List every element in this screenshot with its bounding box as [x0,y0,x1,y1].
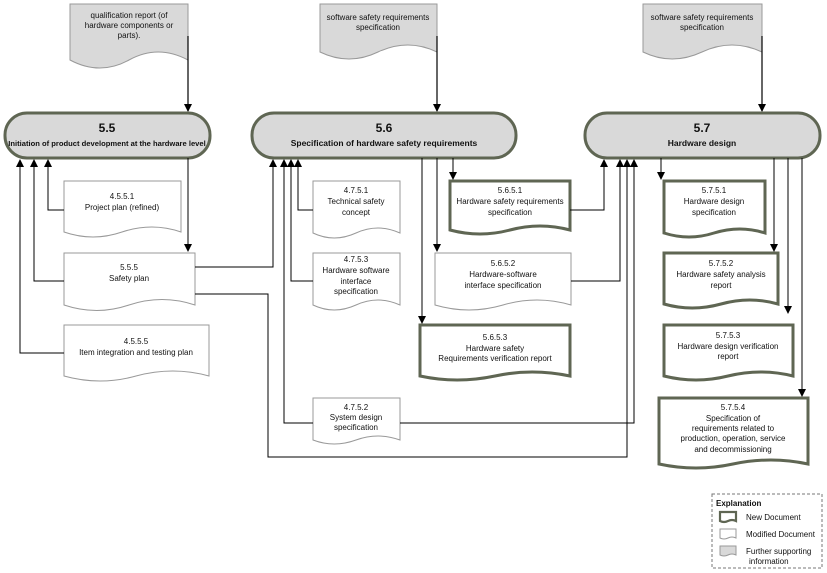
label-text: 4.7.5.2 [344,403,369,412]
label-text: Specification of [706,414,761,423]
label-text: Hardware safety analysis [676,270,765,279]
label-text: 5.7.5.2 [709,259,734,268]
label-text: 5.6.5.3 [483,333,508,342]
label-text: software safety requirements [651,13,754,22]
label-text: 4.5.5.1 [110,192,135,201]
label-text: 5.5 [99,121,116,135]
label-text: report [711,281,733,290]
label-text: hardware components or [85,21,174,30]
label-text: New Document [746,513,801,522]
label-text: report [718,352,740,361]
label-text: Safety plan [109,274,149,283]
label-text: Requirements verification report [438,354,552,363]
doc-5-6-5-2: 5.6.5.2 Hardware-software interface spec… [434,252,572,311]
label-text: Modified Document [746,530,816,539]
label-text: 5.6.5.2 [491,259,516,268]
label-text: Hardware design [684,197,744,206]
label-text: System design [330,413,382,422]
label-text: 4.7.5.1 [344,186,369,195]
doc-5-7-5-1: 5.7.5.1 Hardware design specification [662,179,767,239]
label-text: 5.5.5 [120,263,138,272]
label-text: specification [692,208,736,217]
connectors-5-6 [195,158,631,458]
label-text: specification [680,23,724,32]
label-text: Item integration and testing plan [79,348,193,357]
doc-4-5-5-5: 4.5.5.5 Item integration and testing pla… [63,324,210,382]
label-text: 5.6.5.1 [498,186,523,195]
doc-5-7-5-2: 5.7.5.2 Hardware safety analysis report [662,251,780,310]
doc-5-7-5-4: 5.7.5.4 Specification of requirements re… [657,396,810,470]
doc-5-7-5-3: 5.7.5.3 Hardware design verification rep… [662,323,795,382]
label-text: Initiation of product development at the… [8,139,205,148]
doc-4-7-5-1: 4.7.5.1 Technical safety concept [312,180,401,239]
label-text: Hardware design verification [678,342,779,351]
label-text: requirements related to [692,424,775,433]
label-text: parts). [118,31,141,40]
label-text: Hardware-software [469,270,537,279]
label-text: production, operation, service [681,434,787,443]
supporting-doc-software-safety-req-2: software safety requirements specificati… [642,3,763,60]
label-text: Technical safety [328,197,385,206]
legend: Explanation New Document Modified Docume… [711,493,823,569]
doc-4-7-5-2: 4.7.5.2 System design specification [312,397,401,445]
phase-5-6: 5.6 Specification of hardware safety req… [250,111,518,160]
label-text: information [749,557,789,566]
label-text: Explanation [716,499,761,508]
doc-5-6-5-1: 5.6.5.1 Hardware safety requirements spe… [448,179,572,236]
label-text: 4.5.5.5 [124,337,149,346]
label-text: Hardware design [668,138,737,148]
label-text: 4.7.5.3 [344,255,369,264]
supporting-doc-software-safety-req-1: software safety requirements specificati… [319,3,438,60]
label-text: specification [334,287,378,296]
legend-new-doc-icon [718,510,738,524]
label-text: software safety requirements [327,13,430,22]
label-text: 5.7 [694,121,711,135]
label-text: 5.7.5.1 [702,186,727,195]
doc-5-6-5-3: 5.6.5.3 Hardware safety Requirements ver… [418,323,572,382]
phase-5-7: 5.7 Hardware design [583,111,822,160]
label-text: specification [488,208,532,217]
label-text: Further supporting [746,547,811,556]
label-text: Hardware safety [466,344,524,353]
connectors-5-5 [16,158,192,354]
doc-5-5-5: 5.5.5 Safety plan [63,252,196,311]
label-text: interface specification [465,281,542,290]
phase-5-5: 5.5 Initiation of product development at… [3,111,212,160]
label-text: Hardware software [322,266,390,275]
label-text: specification [356,23,400,32]
label-text: and decommissioning [694,445,771,454]
legend-modified-doc-icon [719,528,737,540]
label-text: 5.7.5.3 [716,331,741,340]
supporting-doc-qualification-report: qualification report (of hardware compon… [69,3,189,69]
label-text: 5.6 [376,121,393,135]
label-text: Specification of hardware safety require… [291,138,478,148]
connectors-5-7 [400,158,806,424]
doc-4-5-5-1: 4.5.5.1 Project plan (refined) [63,180,182,238]
label-text: Project plan (refined) [85,203,160,212]
label-text: 5.7.5.4 [721,403,746,412]
legend-further-info-icon [719,545,737,557]
label-text: concept [342,208,371,217]
label-text: interface [341,277,372,286]
label-text: Hardware safety requirements [456,197,563,206]
label-text: specification [334,423,378,432]
doc-4-7-5-3: 4.7.5.3 Hardware software interface spec… [312,252,401,311]
label-text: qualification report (of [91,11,169,20]
